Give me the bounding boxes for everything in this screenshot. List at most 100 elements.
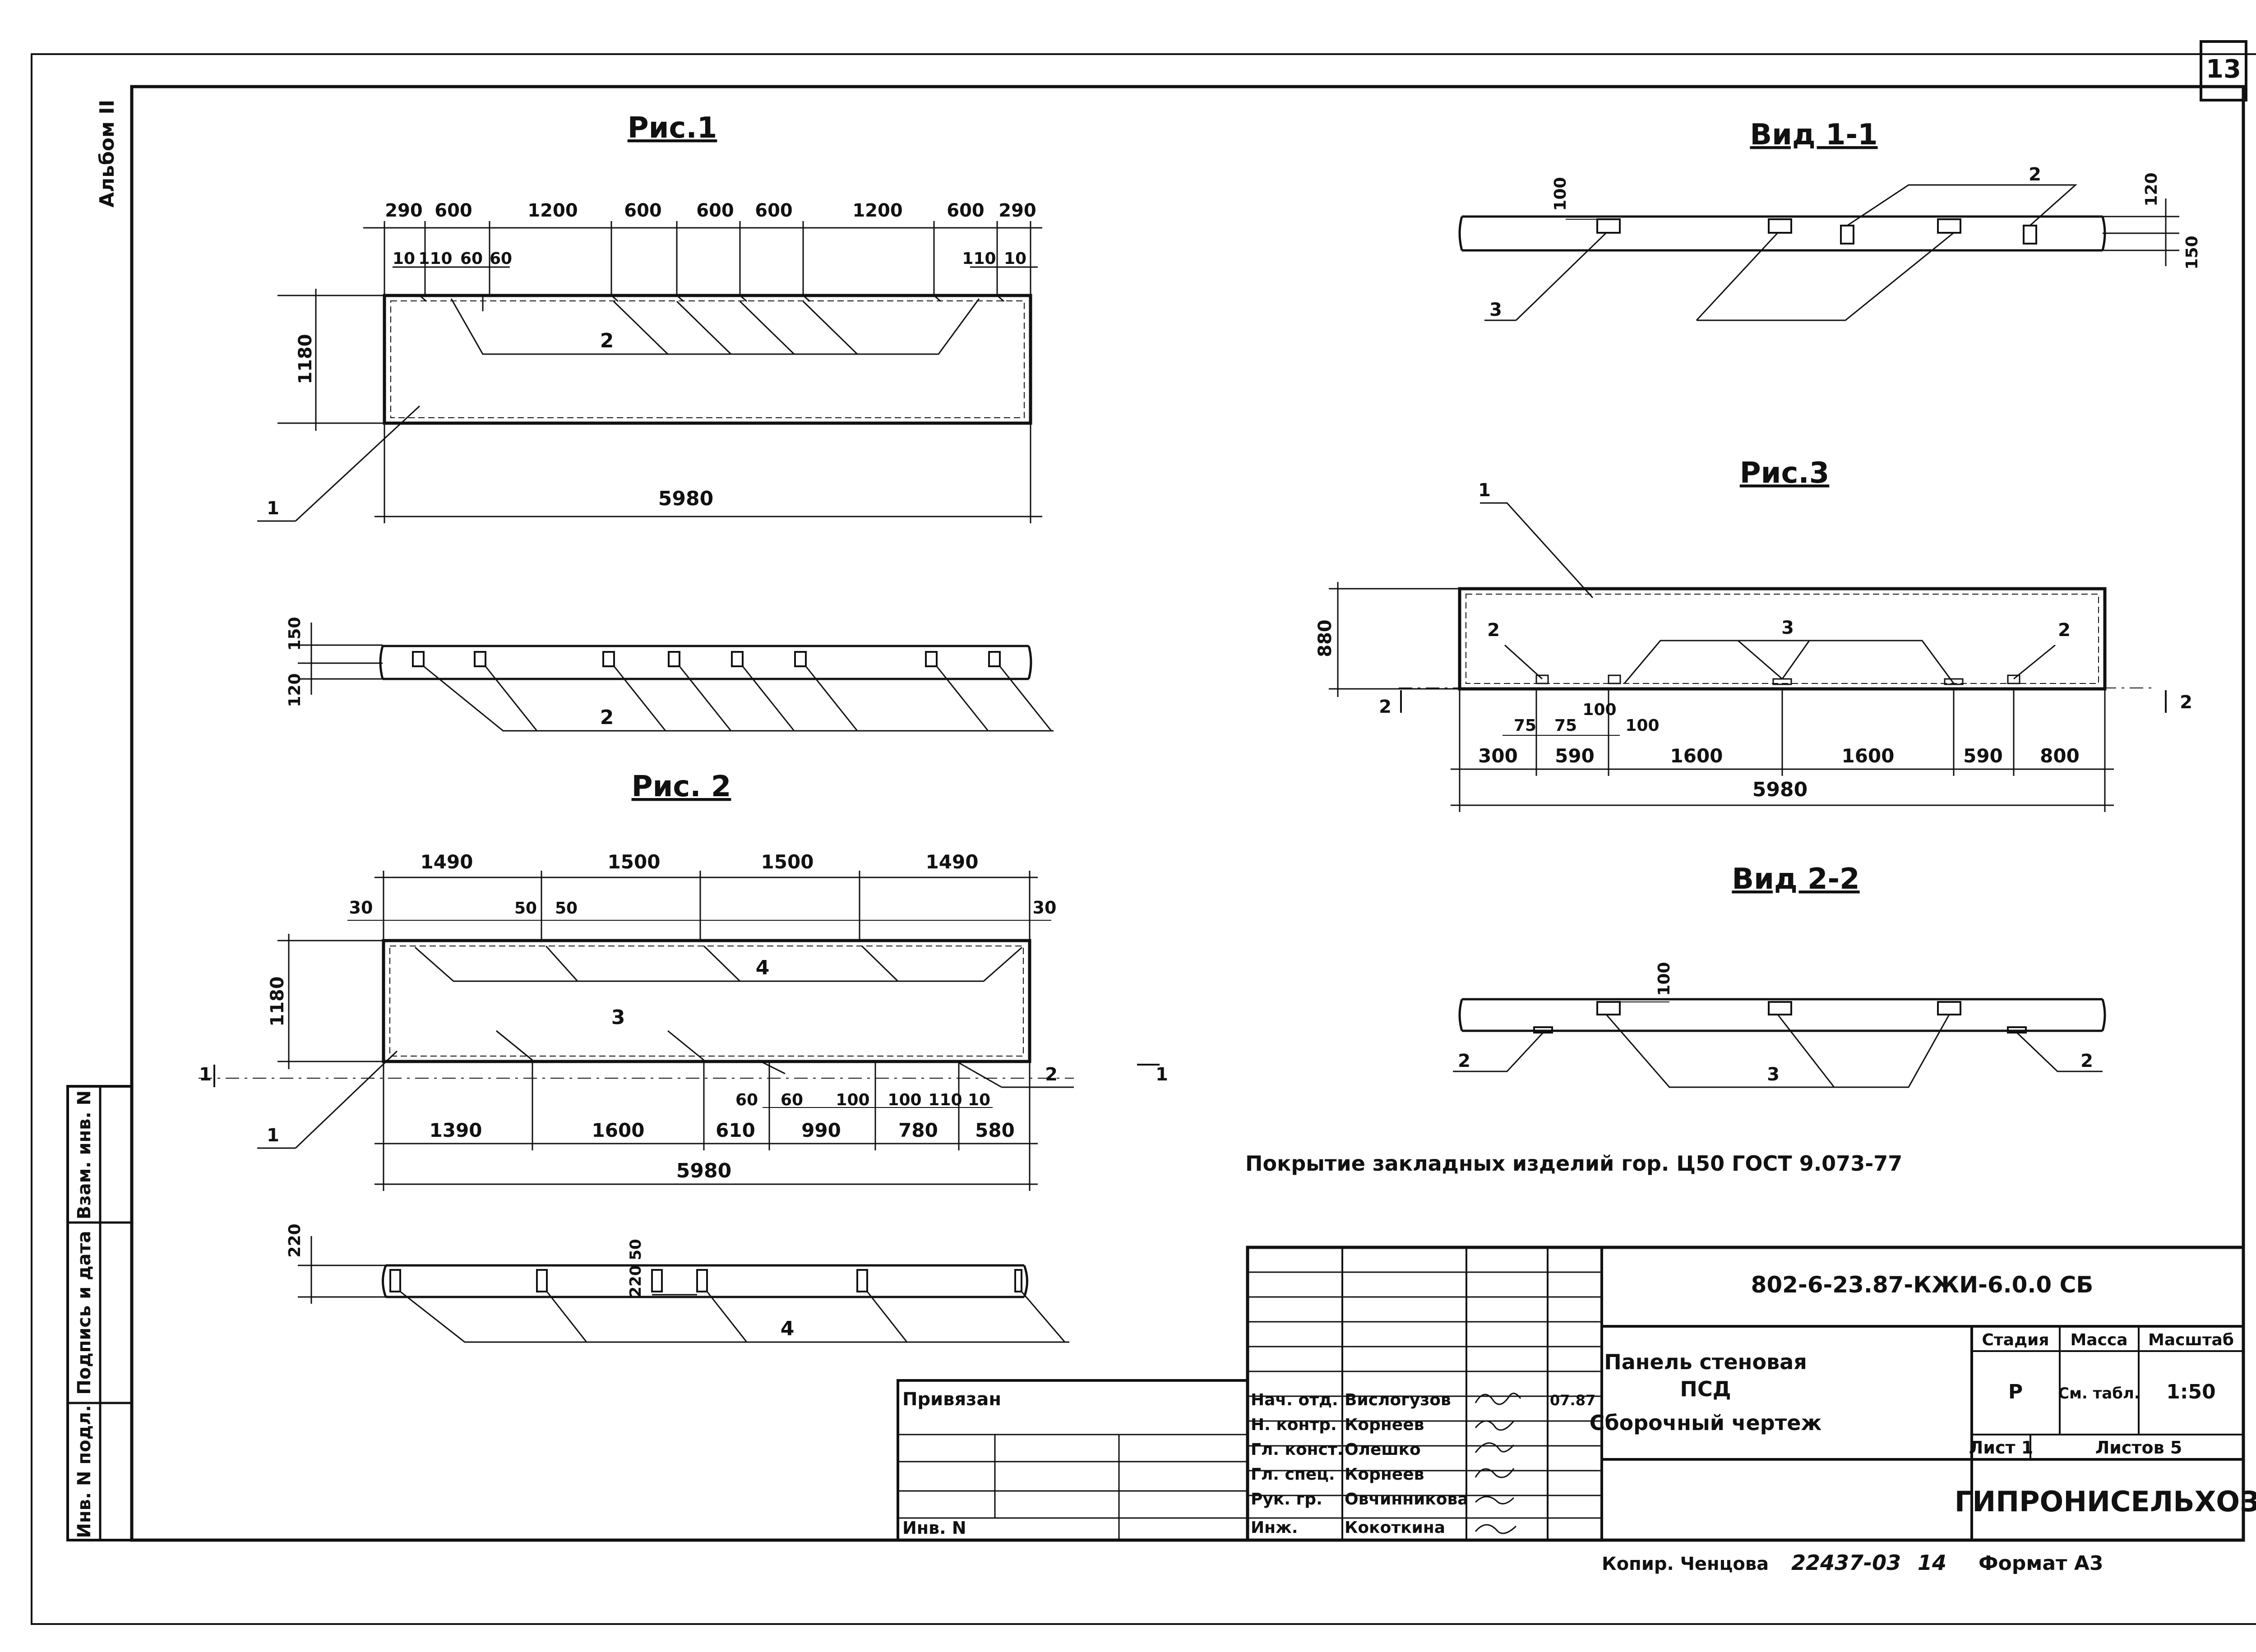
signatures (1475, 1393, 1521, 1534)
figure-1-dim: 290 (999, 200, 1036, 221)
figure-3-bottom-dim: 800 (2040, 745, 2080, 767)
role-name: Олешко (1345, 1440, 1421, 1459)
figure-3-panel (1458, 587, 2107, 691)
figure-1-height-label: 1180 (295, 334, 316, 384)
view-1-1-dim: 100 (1551, 177, 1570, 211)
figure-2-callout-4: 4 (756, 956, 770, 979)
figure-3-small-dim: 100 (1582, 701, 1616, 719)
figure-2-bottom-dim: 1600 (592, 1119, 645, 1141)
view-2-2-dim: 100 (1655, 962, 1674, 996)
figure-2-bottom-detail: 110 (928, 1091, 962, 1109)
album-label: Альбом II (96, 100, 119, 208)
view-2-2: Вид 2-2 3 2 2 100 (1453, 863, 2106, 1088)
figure-1-dim: 600 (696, 200, 734, 221)
role-name: Корнеев (1345, 1465, 1424, 1484)
figure-1: Рис.1 290 600 1200 600 600 600 1200 600 (257, 111, 1042, 523)
view-1-1: Вид 1-1 3 2 100 120 150 (1458, 118, 2201, 321)
role-label: Гл. спец. (1251, 1465, 1335, 1484)
figure-1-side-dim: 150 (286, 617, 304, 651)
sheets-total: Листов 5 (2095, 1438, 2182, 1458)
figure-2-side-dim: 50 (627, 1239, 645, 1260)
figure-2-bottom-dim: 780 (898, 1119, 938, 1141)
figure-1-detail-dim: 60 (460, 249, 483, 268)
figure-2-callout-3: 3 (611, 1006, 625, 1029)
figure-3-rebar (1623, 640, 1955, 684)
figure-2: Рис. 2 4 3 1490 1500 1500 1490 30 30 50 … (199, 770, 1168, 1191)
view-2-2-title: Вид 2-2 (1732, 863, 1859, 896)
figure-2-bottom-dim: 1390 (430, 1119, 482, 1141)
figure-1-dim: 1200 (527, 200, 578, 221)
footer-order: 22437-03 (1791, 1550, 1901, 1575)
figure-3-bottom-dim: 1600 (1842, 745, 1895, 767)
figure-3-callout-2b: 2 (2058, 620, 2071, 641)
stamp-signature: Подпись и дата (74, 1231, 95, 1394)
mass-value: См. табл. (2058, 1384, 2140, 1403)
figure-2-dim: 1490 (926, 851, 979, 873)
figure-3-small-dim: 75 (1554, 716, 1577, 735)
figure-1-dim: 600 (947, 200, 985, 221)
figure-1-panel-inner (390, 300, 1025, 418)
view-1-1-title: Вид 1-1 (1750, 118, 1877, 152)
figure-2-side-dim: 220 (627, 1265, 645, 1297)
stage-header: Стадия (1982, 1331, 2049, 1349)
figure-3-section-mark: 2 (2180, 692, 2192, 713)
figure-2-section-mark: 1 (1156, 1064, 1168, 1085)
footer-format: Формат А3 (1979, 1552, 2103, 1575)
view-2-2-callout-3: 3 (1767, 1064, 1780, 1085)
figure-2-side-callout: 4 (781, 1317, 795, 1340)
role-label: Гл. конст. (1251, 1440, 1343, 1459)
figure-2-title: Рис. 2 (632, 770, 731, 803)
role-label: Рук. гр. (1251, 1490, 1322, 1509)
figure-1-side-plates (412, 651, 1001, 667)
title-block: Нач. отд. Вислогузов Н. контр. Корнеев Г… (897, 1246, 2256, 1542)
figure-2-edge-dim: 30 (349, 898, 373, 918)
figure-3-section-mark: 2 (1379, 697, 1392, 717)
figure-1-side-body (379, 645, 1032, 680)
figure-2-callout-1: 1 (267, 1125, 279, 1146)
inv-label: Инв. N (902, 1518, 966, 1538)
figure-1-callout-2: 2 (600, 329, 614, 352)
mass-header: Масса (2070, 1331, 2127, 1349)
figure-1-detail-dim: 10 (1004, 249, 1026, 268)
figure-2-bottom-dim: 610 (716, 1119, 755, 1141)
figure-2-upper-detail: 50 (514, 899, 537, 918)
figure-1-detail-dim: 110 (962, 249, 996, 268)
figure-3-length-label: 5980 (1752, 778, 1808, 801)
figure-2-dim: 1500 (608, 851, 661, 873)
figure-1-dim: 600 (624, 200, 662, 221)
figure-1-dim-ticks (384, 221, 1031, 295)
stamp-original-inv: Инв. N подл. (74, 1405, 95, 1538)
figure-2-side-view: 4 220 220 50 (286, 1223, 1069, 1343)
figure-2-upper-rebar (415, 946, 1022, 982)
figure-1-side-view: 2 150 120 (286, 617, 1054, 732)
figure-1-dim: 600 (435, 200, 472, 221)
approval-date: 07.87 (1550, 1392, 1595, 1409)
figure-1-leader-1 (295, 405, 421, 522)
figure-2-dim: 1490 (421, 851, 473, 873)
figure-1-length-label: 5980 (658, 487, 713, 510)
figure-1-side-leaders (423, 665, 1054, 732)
figure-1-side-callout: 2 (600, 706, 614, 729)
figure-3: Рис.3 3 2 2 1 880 2 2 75 75 100 100 (1315, 457, 2192, 812)
figure-2-panel-inner (389, 946, 1024, 1057)
figure-3-callout-1: 1 (1478, 480, 1491, 501)
name-line-1: Панель стеновая (1604, 1350, 1807, 1374)
figure-2-dim: 1500 (761, 851, 814, 873)
figure-2-side-body (382, 1264, 1028, 1298)
figure-1-rebar (450, 298, 980, 355)
figure-3-bottom-dim: 1600 (1670, 745, 1723, 767)
figure-3-bottom-dim: 300 (1478, 745, 1518, 767)
bound-label: Привязан (902, 1389, 1001, 1410)
stamp-replacement: Взам. инв. N (74, 1090, 95, 1219)
view-1-1-dim: 120 (2142, 172, 2161, 206)
footer-copy: Копир. Ченцова (1602, 1554, 1769, 1574)
name-line-3: Сборочный чертеж (1590, 1411, 1822, 1435)
role-name: Корнеев (1345, 1416, 1424, 1434)
figure-1-dim: 1200 (852, 200, 902, 221)
figure-2-upper-detail: 50 (555, 899, 578, 918)
figure-1-detail-dim: 10 (393, 249, 415, 268)
approval-rows: Нач. отд. Вислогузов Н. контр. Корнеев Г… (1251, 1391, 1595, 1537)
figure-3-callout-3: 3 (1781, 618, 1794, 638)
